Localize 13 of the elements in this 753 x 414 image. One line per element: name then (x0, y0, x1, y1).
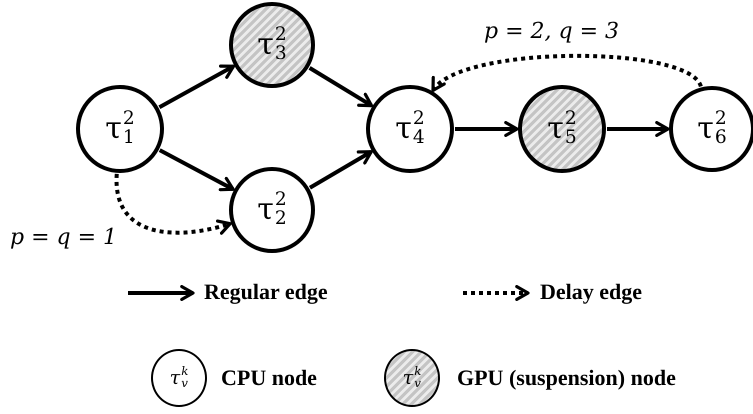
arrow (308, 150, 373, 190)
arrow (158, 148, 235, 192)
legend-label: CPU node (221, 366, 317, 390)
delay-edge-arrow (431, 54, 702, 92)
arrow (308, 66, 374, 108)
edge-label: p = 2, q = 3 (482, 20, 621, 44)
legend-label: Delay edge (540, 280, 642, 304)
arrow (607, 121, 670, 137)
legend-label: GPU (suspension) node (457, 366, 676, 390)
delay-edge-arrow (114, 174, 232, 235)
arrow (455, 121, 519, 137)
legend-label: Regular edge (204, 280, 328, 304)
arrow (158, 64, 236, 109)
